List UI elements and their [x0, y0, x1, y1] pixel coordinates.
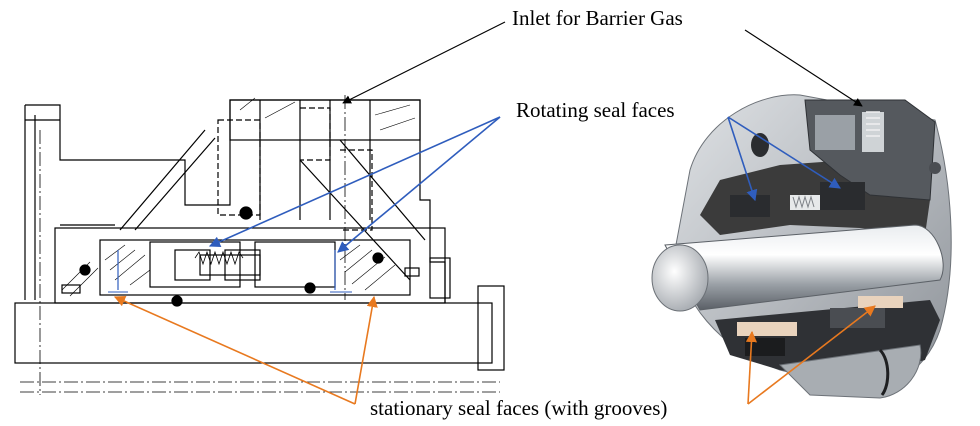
technical-drawing	[14, 95, 505, 395]
base-plate	[14, 302, 493, 364]
inlet-arrow-right	[744, 29, 863, 107]
rotating-arrows	[208, 116, 841, 253]
rotating-seal-faces-label: Rotating seal faces	[516, 98, 675, 122]
stationary-seal-faces-label: stationary seal faces (with grooves)	[370, 396, 668, 420]
cutaway-render	[651, 94, 952, 399]
stationary-arrows	[113, 295, 876, 405]
end-block	[477, 285, 505, 371]
inlet-label: Inlet for Barrier Gas	[512, 6, 683, 30]
inlet-arrow-left	[342, 21, 506, 104]
